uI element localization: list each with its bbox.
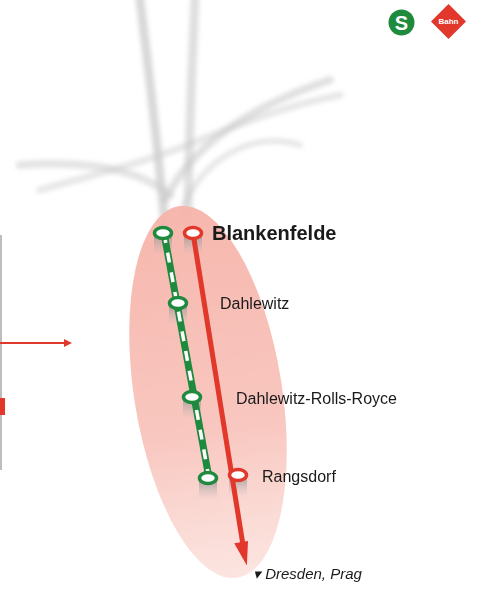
regional-line (193, 233, 243, 545)
station-markers (155, 228, 247, 484)
track-network (20, 0, 340, 225)
station-name: Rangsdorf (262, 467, 336, 486)
panel-edge (0, 235, 2, 470)
sbahn-logo: S (388, 9, 415, 36)
station-name: Blankenfelde (212, 221, 336, 245)
sbahn-line (164, 233, 209, 478)
station-name: Dahlewitz-Rolls-Royce (236, 389, 397, 408)
direction-label: ▾ Dresden, Prag (253, 565, 362, 583)
line-arrowhead (234, 541, 252, 567)
edge-bar (0, 398, 5, 415)
pointer-arrow (0, 342, 68, 344)
db-logo: Bahn (431, 4, 466, 39)
logo-text: S (395, 13, 408, 33)
logo-text: Bahn (439, 18, 459, 26)
station-name: Dahlewitz (220, 294, 289, 313)
